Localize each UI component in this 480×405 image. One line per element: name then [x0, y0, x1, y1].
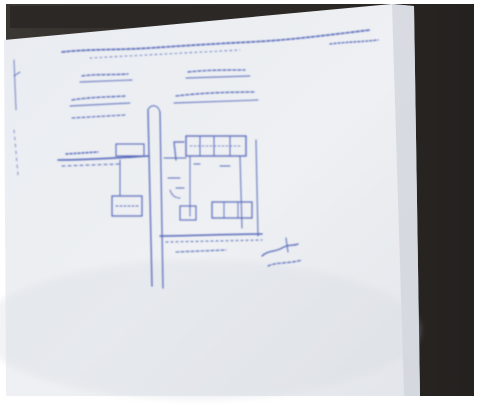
- ink-sketch: [13, 29, 379, 289]
- paper-edge-shadow: [392, 4, 420, 396]
